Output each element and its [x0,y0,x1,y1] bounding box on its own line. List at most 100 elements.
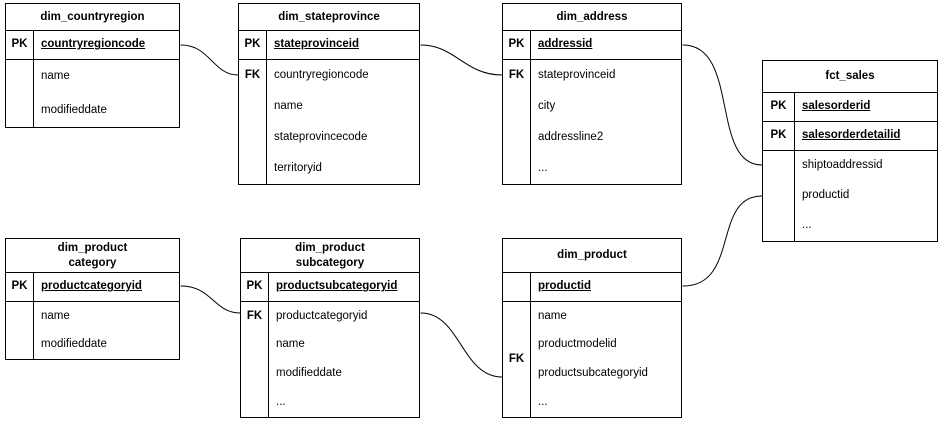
attribute-row[interactable]: ... [503,153,681,184]
attribute-row[interactable]: PK productsubcategoryid [241,273,419,302]
cardinality-one-marker [422,309,423,318]
attribute-name: productsubcategoryid [276,280,398,293]
attribute-name: addressline2 [538,130,604,143]
attribute-row[interactable]: city [503,91,681,122]
cardinality-one-marker [182,41,183,50]
entity-title-dim_productcategory: dim_product category [6,239,179,273]
attribute-row[interactable]: productmodelid [503,331,681,360]
attribute-name: productid [802,189,850,202]
attribute-row[interactable]: ... [503,388,681,417]
attribute-name: productmodelid [538,338,617,351]
entity-title-dim_address: dim_address [503,4,681,31]
crowsfoot-prong [493,70,502,75]
attribute-name: salesorderid [802,100,871,113]
attribute-name: stateprovinceid [538,68,616,81]
entity-title-dim_product: dim_product [503,239,681,273]
crowsfoot-prong [492,377,502,380]
attribute-name: countryregioncode [41,38,146,51]
key-label-pk: PK [770,100,787,113]
crowsfoot-prong [493,376,502,377]
attribute-name: ... [538,395,548,408]
crowsfoot-prong [230,313,240,316]
crowsfoot-prong [494,371,502,377]
attribute-row[interactable]: addressline2 [503,122,681,153]
key-label-pk: PK [246,280,263,293]
key-label-fk: FK [246,309,263,322]
attribute-row[interactable]: shiptoaddressid [763,151,937,181]
attribute-name: productsubcategoryid [538,367,648,380]
attribute-name: name [41,70,70,82]
attribute-name: modifieddate [41,103,107,116]
attribute-row[interactable]: territoryid [239,153,419,184]
attribute-name: addressid [538,38,593,51]
attribute-row[interactable]: PK salesorderid [763,93,937,122]
attribute-row[interactable]: productid [503,273,681,302]
relationship-countryregion-to-stateprovince[interactable] [180,41,239,78]
relationship-line [180,285,241,314]
attribute-row[interactable]: productid [763,181,937,211]
crowsfoot-prong [231,312,240,313]
entity-title-dim_productsubcategory: dim_product subcategory [241,239,419,273]
attribute-row[interactable]: name [6,60,179,94]
relationship-productsubcategory-to-product[interactable] [420,309,503,381]
relationship-product-to-fctsales[interactable] [682,193,763,291]
attribute-name: ... [538,161,548,174]
crowsfoot-prong [752,165,762,168]
attribute-name: shiptoaddressid [802,159,883,172]
attribute-name: name [41,309,70,322]
crowsfoot-prong [493,75,502,79]
attribute-name: modifieddate [276,367,342,380]
attribute-row[interactable]: stateprovincecode [239,122,419,153]
attribute-row[interactable]: FK productcategoryid [241,302,419,331]
attribute-name: salesorderdetailid [802,129,901,142]
cardinality-one-marker [684,41,685,50]
entity-title-fct_sales: fct_sales [763,61,937,93]
attribute-row[interactable]: name [6,302,179,331]
attribute-row[interactable]: ... [763,211,937,241]
entity-title-dim_stateprovince: dim_stateprovince [239,4,419,31]
relationship-productcategory-to-subcategory[interactable] [180,282,241,316]
attribute-name: name [538,309,567,322]
attribute-name: productcategoryid [276,309,368,322]
attribute-name: ... [276,395,286,408]
attribute-name: name [276,338,305,351]
crowsfoot-prong [230,69,238,75]
relationship-stateprovince-to-address[interactable] [420,41,503,79]
attribute-row[interactable]: modifieddate [241,360,419,389]
attribute-row[interactable]: name [241,331,419,360]
crowsfoot-prong [229,73,238,75]
attribute-row[interactable]: name [239,91,419,122]
crowsfoot-prong [493,74,502,75]
attribute-name: city [538,99,556,112]
attribute-row[interactable]: modifieddate [6,94,179,128]
crowsfoot-prong [752,193,762,196]
attribute-row[interactable]: name [503,302,681,331]
attribute-row[interactable]: productsubcategoryid [503,360,681,389]
attribute-name: stateprovinceid [274,38,359,51]
relationship-line [420,44,503,76]
entity-table-dim_product[interactable]: dim_product productid name productmodelid pr… [502,238,682,418]
attribute-row[interactable]: modifieddate [6,331,179,360]
attribute-name: productid [538,280,592,293]
attribute-row[interactable]: ... [241,388,419,417]
relationship-address-to-fctsales[interactable] [682,41,763,168]
